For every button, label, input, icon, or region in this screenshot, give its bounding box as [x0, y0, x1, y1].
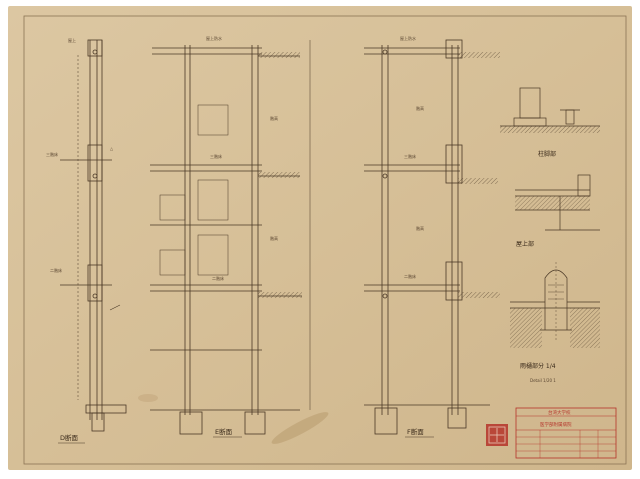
section-d-drawing	[60, 39, 127, 432]
svg-text:屋上防水: 屋上防水	[206, 35, 222, 41]
paper-stain	[138, 394, 158, 402]
detail-column-base-label: 柱脚部	[538, 150, 556, 158]
section-f-notes: 屋上防水 三階床 二階床 階高 階高	[400, 35, 424, 279]
section-e-floor3-hatch	[258, 172, 300, 178]
paper-stain	[271, 412, 329, 444]
detail-gutter-hatch-right	[570, 308, 600, 348]
detail-gutter-hatch-left	[510, 308, 542, 348]
section-e-floor2-hatch	[258, 292, 302, 298]
svg-text:階高: 階高	[416, 105, 424, 111]
svg-text:階高: 階高	[270, 115, 278, 121]
section-f-floor3-hatch	[458, 178, 498, 184]
scale-note: Detail 1/20 1	[530, 378, 556, 383]
section-e-roof-hatch	[258, 52, 300, 58]
detail-roof-edge-hatch	[515, 196, 590, 210]
svg-text:屋上: 屋上	[68, 37, 76, 43]
title-block	[515, 407, 617, 459]
svg-text:二階床: 二階床	[404, 273, 416, 279]
title-block-title: 医学部附属病院	[540, 421, 572, 428]
detail-roof-edge-label: 屋上部	[516, 240, 534, 248]
section-d-notes: 屋上 三階床 二階床 △	[46, 37, 114, 273]
section-d-label: D断面	[60, 433, 79, 442]
svg-text:二階床: 二階床	[50, 267, 62, 273]
section-f-floor2-hatch	[458, 292, 500, 298]
svg-text:△: △	[110, 146, 114, 151]
section-f-drawing	[364, 39, 490, 435]
detail-column-base-hatch	[500, 126, 600, 133]
svg-text:三階床: 三階床	[404, 153, 416, 159]
svg-text:階高: 階高	[416, 225, 424, 231]
section-f-roof-hatch	[458, 52, 500, 58]
red-seal-stamp	[486, 424, 508, 446]
svg-text:階高: 階高	[270, 235, 278, 241]
detail-gutter-label: 雨樋部分 1/4	[520, 362, 556, 370]
svg-text:屋上防水: 屋上防水	[400, 35, 416, 41]
svg-text:三階床: 三階床	[46, 151, 58, 157]
title-block-header: 台湾大学校	[548, 409, 571, 416]
section-e-label: E断面	[215, 427, 233, 436]
section-e-notes: 屋上防水 三階床 二階床 階高 階高	[206, 35, 278, 281]
paper-border	[23, 15, 627, 465]
svg-text:二階床: 二階床	[212, 275, 224, 281]
section-f-label: F断面	[407, 427, 424, 436]
paper-background	[8, 6, 632, 470]
svg-text:三階床: 三階床	[210, 153, 222, 159]
